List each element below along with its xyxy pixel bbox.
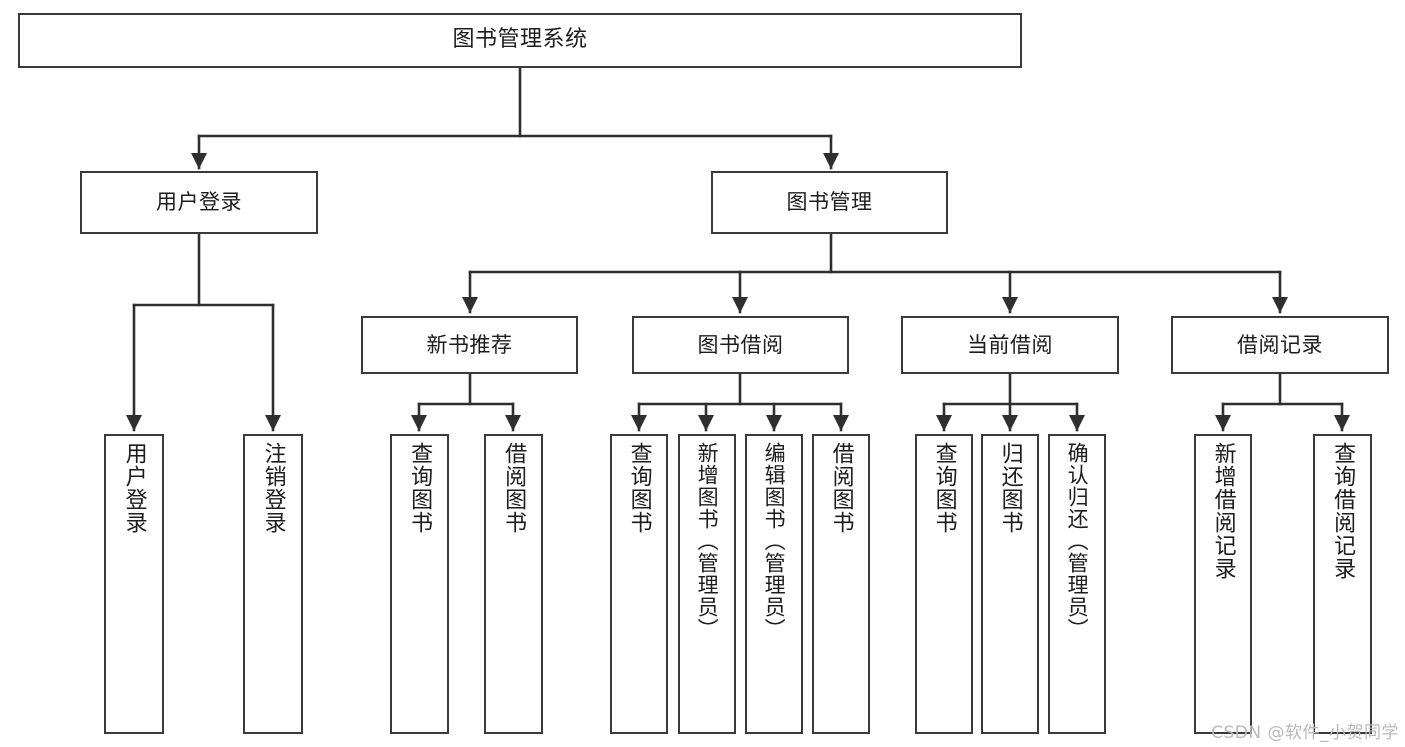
node-user-login[interactable]: 用户登录 — [80, 171, 318, 234]
node-label: 新增借阅记录 — [1210, 442, 1236, 580]
leaf-borrow-edit-book-admin[interactable]: 编辑图书（管理员） — [745, 434, 803, 734]
node-label: 当前借阅 — [967, 332, 1053, 357]
node-label: 确认归还（管理员） — [1065, 442, 1090, 640]
leaf-new-book-borrow-books[interactable]: 借阅图书 — [484, 434, 543, 734]
node-label: 借阅记录 — [1237, 332, 1323, 357]
csdn-watermark: CSDN @软件_小贺同学 — [1211, 723, 1399, 743]
node-label: 新增图书（管理员） — [695, 442, 720, 640]
node-current-borrow[interactable]: 当前借阅 — [901, 316, 1119, 374]
node-label: 图书借阅 — [697, 332, 784, 357]
node-book-management[interactable]: 图书管理 — [711, 171, 948, 234]
node-label: 查询图书 — [407, 442, 433, 534]
node-label: 图书管理 — [786, 190, 873, 215]
node-book-borrow[interactable]: 图书借阅 — [632, 316, 849, 374]
node-label: 查询借阅记录 — [1330, 442, 1356, 580]
leaf-borrow-query-books[interactable]: 查询图书 — [610, 434, 668, 734]
node-label: 用户登录 — [156, 190, 242, 215]
leaf-current-return-books[interactable]: 归还图书 — [981, 434, 1039, 734]
node-label: 归还图书 — [997, 442, 1023, 534]
leaf-current-confirm-return-admin[interactable]: 确认归还（管理员） — [1048, 434, 1106, 734]
node-borrow-record[interactable]: 借阅记录 — [1171, 316, 1389, 374]
node-label: 借阅图书 — [828, 442, 854, 534]
node-label: 借阅图书 — [501, 442, 527, 534]
leaf-user-login[interactable]: 用户登录 — [104, 434, 164, 734]
node-label: 查询图书 — [931, 442, 957, 534]
leaf-record-query-borrow-record[interactable]: 查询借阅记录 — [1313, 434, 1372, 734]
node-label: 编辑图书（管理员） — [762, 442, 787, 640]
node-new-book-recommend[interactable]: 新书推荐 — [361, 316, 578, 374]
node-label: 用户登录 — [121, 442, 147, 534]
node-label: 注销登录 — [260, 442, 286, 534]
node-root-book-management-system[interactable]: 图书管理系统 — [18, 13, 1022, 68]
node-label: 图书管理系统 — [452, 27, 588, 53]
leaf-new-book-query-books[interactable]: 查询图书 — [390, 434, 449, 734]
leaf-logout[interactable]: 注销登录 — [243, 434, 303, 734]
leaf-borrow-borrow-books[interactable]: 借阅图书 — [812, 434, 870, 734]
node-label: 查询图书 — [626, 442, 652, 534]
leaf-record-add-borrow-record[interactable]: 新增借阅记录 — [1194, 434, 1252, 734]
leaf-current-query-books[interactable]: 查询图书 — [915, 434, 973, 734]
node-label: 新书推荐 — [426, 332, 513, 357]
leaf-borrow-add-book-admin[interactable]: 新增图书（管理员） — [678, 434, 736, 734]
